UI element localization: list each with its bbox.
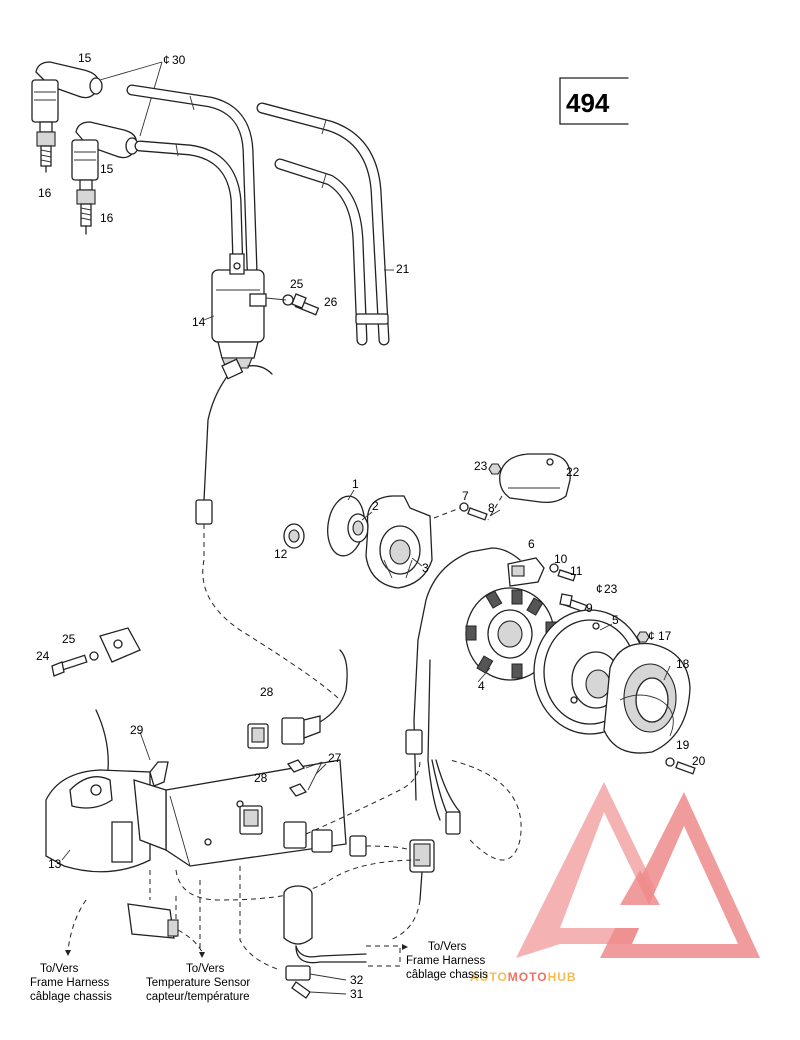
coil-fasteners [265,293,320,316]
callout-22: 22 [566,465,580,479]
coil-lead-wire [195,358,341,701]
connector-28-lower [239,805,367,857]
callout-3: 3 [422,561,429,575]
cdi-module-13 [45,769,151,873]
spark-plug-upper [36,121,56,173]
seal-2 [347,513,369,543]
housing-3 [365,495,433,589]
nut-symbol-30: ¢ [163,53,170,67]
callout-23b: 23 [604,582,618,596]
callout-25b: 25 [62,632,76,646]
destination-frame-harness-left: To/Vers Frame Harness câblage chassis [30,963,112,1003]
cover-22 [487,453,571,521]
callout-20: 20 [692,754,706,768]
page-number-box [559,77,629,125]
callout-16b: 16 [100,211,114,225]
callout-31: 31 [350,987,364,1001]
callout-25a: 25 [290,277,304,291]
ignition-wires [126,84,258,274]
dest-left-line3: câblage chassis [30,991,112,1003]
harness-connector-lower-left [67,899,203,953]
callout-29: 29 [130,723,144,737]
callout-11: 11 [570,564,583,578]
callout-21: 21 [396,262,410,276]
watermark-text-part-2: MOTO [508,970,548,984]
callout-6: 6 [528,537,535,551]
connector-28-upper [247,649,348,749]
callout-32: 32 [350,973,364,987]
callout-2: 2 [372,499,379,513]
screw-8 [433,502,501,521]
callout-18: 18 [676,657,690,671]
destination-temp-sensor: To/Vers Temperature Sensor capteur/tempé… [146,963,250,1003]
stator-4 [465,587,557,681]
spark-plug-lower [76,179,96,235]
nut-17 [636,631,650,643]
tubes-21 [256,102,394,346]
destination-arrows [65,944,408,958]
callout-28a: 28 [260,685,274,699]
starter-cup-18 [603,642,691,754]
dest-temp-line1: To/Vers [186,963,225,975]
dest-temp-line2: Temperature Sensor [146,977,250,989]
ignition-coil [211,253,273,375]
nut-23-upper [488,463,502,475]
callout-4: 4 [478,679,485,693]
clips-27 [286,759,323,797]
trigger-coil-6 [417,547,545,641]
screw-9 [559,593,588,613]
callout-1: 1 [352,477,359,491]
spark-plug-cap-upper [31,61,103,123]
callout-24: 24 [36,649,50,663]
dest-right-line3: câblage chassis [406,969,488,981]
dest-right-line1: To/Vers [428,941,467,953]
bracket-left [51,627,141,771]
callout-27: 27 [328,751,342,765]
callout-13: 13 [48,857,62,871]
dest-left-line1: To/Vers [40,963,79,975]
callout-26: 26 [324,295,338,309]
callout-23a: 23 [474,459,488,473]
dest-left-line2: Frame Harness [30,977,109,989]
stator-harness [389,639,522,941]
watermark-logo [516,782,760,958]
callout-10: 10 [554,552,568,566]
callout-12: 12 [274,547,288,561]
dest-temp-line3: capteur/température [146,991,250,1003]
callout-16a: 16 [38,186,52,200]
dest-right-line2: Frame Harness [406,955,485,967]
callout-15a: 15 [78,51,92,65]
seal-12 [283,523,305,549]
page-number: 494 [566,88,610,118]
callout-14: 14 [192,315,206,329]
watermark-text: AUTOMOTOHUB [470,970,577,984]
callout-17: 17 [658,629,672,643]
callout-7: 7 [462,489,469,503]
screw-20 [665,757,696,775]
callout-5: 5 [612,613,619,627]
trigger-fasteners [549,563,577,582]
callout-15b: 15 [100,162,114,176]
callout-28b: 28 [254,771,268,785]
callout-19: 19 [676,738,690,752]
nut-symbol-17: ¢ [648,629,655,643]
watermark-text-part-3: HUB [548,970,577,984]
callout-8: 8 [488,501,495,515]
leader-lines [61,315,671,861]
wire-harness-31-32 [283,885,401,999]
watermark-text-part-1: AUTO [470,970,508,984]
callout-30: 30 [172,53,186,67]
nut-symbol-23: ¢ [596,582,603,596]
callout-9: 9 [586,601,593,615]
destination-frame-harness-right: To/Vers Frame Harness câblage chassis [406,941,488,981]
